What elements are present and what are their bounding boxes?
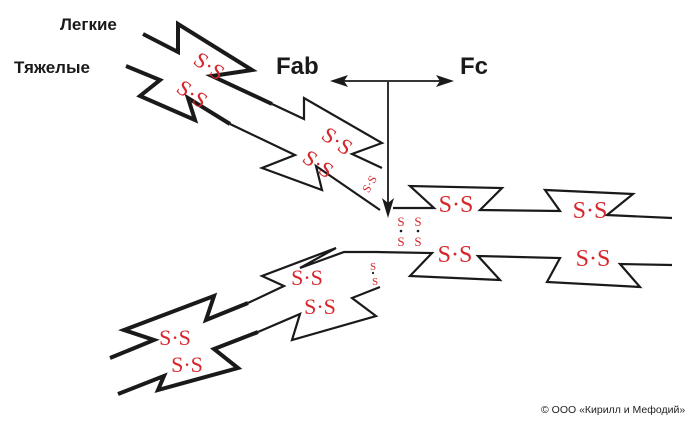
bond-dot [399, 229, 403, 233]
ss-bond-lower-light-variable: S·S [171, 352, 203, 377]
arrow-down-icon [382, 198, 394, 218]
ss-bond-fc-lower-1: S·S [438, 242, 473, 268]
fc-lower-chain [375, 250, 673, 289]
ss-bond-fc-upper-2: S·S [573, 198, 608, 224]
light-chain-label: Легкие [60, 15, 117, 34]
lower-light-chain-variable [117, 330, 259, 396]
svg-text:S: S [414, 234, 421, 249]
arrow-right-icon [436, 75, 454, 87]
lower-heavy-chain-constant [247, 246, 376, 304]
ss-bond-upper-interchain: S·S [359, 173, 380, 195]
arrow-left-icon [330, 75, 348, 87]
fc-label: Fc [460, 53, 488, 80]
svg-text:S: S [372, 276, 378, 288]
upper-light-chain-variable [142, 20, 273, 106]
lower-light-chain-constant [257, 285, 381, 342]
ss-bond-fc-upper-1: S·S [439, 192, 474, 218]
hinge-ss-bond-1: S S [397, 214, 404, 249]
svg-text:S: S [397, 234, 404, 249]
heavy-chain-label: Тяжелые [14, 58, 90, 77]
upper-light-chain-constant [271, 96, 385, 169]
svg-text:S: S [397, 214, 404, 229]
hinge-ss-bond-2: S S [414, 214, 421, 249]
bond-dot [371, 271, 375, 275]
ss-bond-lower-heavy-constant: S·S [291, 265, 323, 290]
copyright-text: © ООО «Кирилл и Мефодий» [541, 404, 685, 416]
ss-bond-lower-light-constant: S·S [304, 294, 336, 319]
svg-text:S·S: S·S [359, 173, 380, 195]
ss-bond-lower-heavy-variable: S·S [159, 325, 191, 350]
upper-heavy-chain-variable [125, 64, 232, 126]
fab-label: Fab [276, 53, 319, 80]
ss-bond-fc-lower-2: S·S [576, 246, 611, 272]
ss-bond-lower-interchain: S S [370, 261, 378, 288]
svg-text:S: S [370, 261, 376, 273]
svg-text:S: S [414, 214, 421, 229]
bond-dot [416, 229, 420, 233]
lower-heavy-chain-variable [109, 292, 249, 360]
upper-heavy-chain-constant [229, 123, 381, 211]
fc-upper-chain [393, 184, 673, 220]
